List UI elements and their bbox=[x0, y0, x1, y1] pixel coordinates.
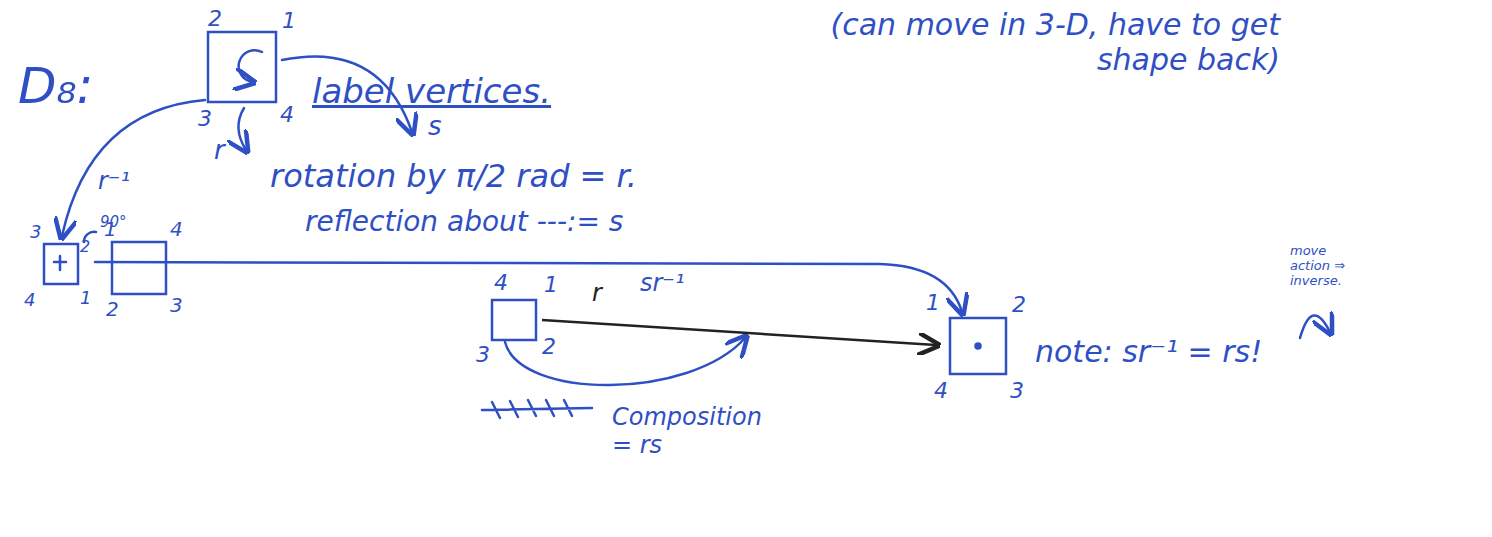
vertex-number: 1 bbox=[926, 290, 940, 315]
square bbox=[492, 300, 536, 340]
vertex-number: 4 bbox=[280, 102, 294, 127]
side-note: move action ⇒ inverse. bbox=[1290, 244, 1368, 289]
vertex-number: 3 bbox=[30, 222, 41, 243]
vertex-number: 2 bbox=[80, 238, 90, 256]
vertex-number: 1 bbox=[282, 8, 296, 33]
group-name: D₈: bbox=[18, 58, 93, 116]
square bbox=[950, 318, 1006, 374]
vertex-number: 2 bbox=[106, 298, 119, 321]
note-text: note: sr⁻¹ = rs! bbox=[1035, 335, 1262, 370]
heading-note: label vertices. bbox=[312, 72, 551, 111]
vertex-number: 1 bbox=[80, 288, 91, 309]
symbol-label: r bbox=[592, 280, 602, 308]
arrow bbox=[238, 108, 246, 150]
symbol-label: s bbox=[428, 112, 442, 142]
square bbox=[112, 242, 166, 294]
vertex-number: 2 bbox=[542, 334, 556, 359]
vertex-number: 3 bbox=[476, 342, 490, 367]
center-dot bbox=[976, 344, 981, 349]
vertex-number: 1 bbox=[104, 218, 117, 241]
arrow bbox=[95, 262, 962, 312]
arrow bbox=[542, 320, 936, 345]
scribble bbox=[482, 400, 592, 418]
vertex-number: 1 bbox=[544, 272, 558, 297]
vertex-number: 3 bbox=[170, 294, 183, 317]
vertex-number: 3 bbox=[1010, 378, 1024, 403]
vertex-number: 2 bbox=[208, 6, 222, 31]
note-text: (can move in 3-D, have to get shape back… bbox=[740, 8, 1280, 77]
vertex-number: 4 bbox=[494, 270, 508, 295]
vertex-number: 4 bbox=[934, 378, 948, 403]
symbol-label: r bbox=[214, 136, 225, 166]
arrow bbox=[1300, 315, 1330, 338]
square bbox=[44, 244, 78, 284]
mark bbox=[54, 256, 66, 270]
symbol-label: sr⁻¹ bbox=[640, 270, 685, 298]
note-text: Composition = rs bbox=[612, 404, 762, 459]
vertex-number: 2 bbox=[1012, 292, 1026, 317]
definition-text: reflection about ---:= s bbox=[305, 206, 623, 238]
symbol-label: r⁻¹ bbox=[98, 168, 130, 196]
definition-text: rotation by π/2 rad = r. bbox=[270, 158, 637, 195]
arrow bbox=[62, 100, 205, 236]
arrow bbox=[505, 338, 745, 385]
vertex-number: 3 bbox=[198, 106, 212, 131]
vertex-number: 4 bbox=[24, 290, 35, 311]
vertex-number: 4 bbox=[170, 218, 183, 241]
square bbox=[208, 32, 276, 102]
rotation-symbol bbox=[239, 50, 262, 82]
